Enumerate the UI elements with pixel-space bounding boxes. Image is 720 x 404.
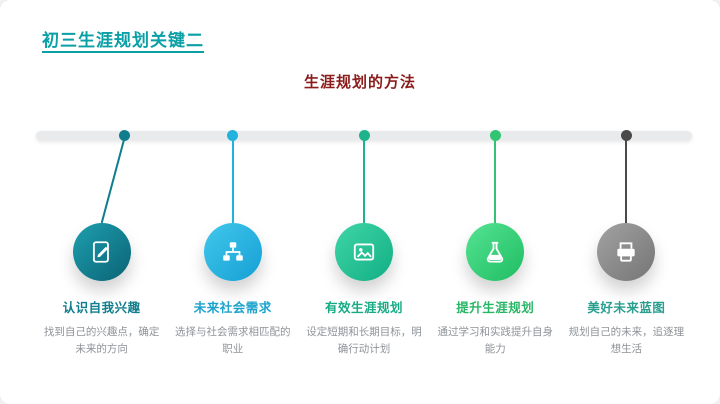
printer-icon [613,239,639,265]
timeline-dot [227,130,239,141]
timeline-dot [119,130,131,141]
connector-stem [298,130,429,223]
item-desc: 规划自己的未来，追逐理想生活 [568,326,685,356]
slide-title: 初三生涯规划关键二 [42,31,204,50]
timeline-item: 认识自我兴趣 找到自己的兴趣点，确定未来的方向 [36,130,167,359]
flask-icon [482,239,508,265]
connector-stem [561,130,692,223]
item-label: 有效生涯规划 [325,301,404,315]
timeline-item: 未来社会需求 选择与社会需求相匹配的职业 [167,130,298,359]
item-label: 未来社会需求 [193,301,272,315]
sitemap-icon [220,239,246,265]
connector-line [100,135,126,224]
connector-stem [167,130,298,223]
item-desc: 通过学习和实践提升自身能力 [437,326,553,356]
timeline-item: 有效生涯规划 设定短期和长期目标，明确行动计划 [298,130,429,359]
image-icon [351,239,377,265]
timeline-item: 美好未来蓝图 规划自己的未来，追逐理想生活 [561,130,692,359]
connector-line [625,136,628,223]
connector-line [363,136,365,223]
item-desc: 找到自己的兴趣点，确定未来的方向 [43,326,160,356]
icon-circle [597,223,656,281]
document-pen-icon [89,239,115,265]
timeline-dot [489,130,501,141]
slide-heading: 生涯规划的方法 [303,74,416,91]
timeline: 认识自我兴趣 找到自己的兴趣点，确定未来的方向 未来社会需求 选择与社会需求相匹… [36,130,692,359]
item-label: 美好未来蓝图 [587,301,666,315]
connector-stem [36,130,167,224]
item-desc: 选择与社会需求相匹配的职业 [175,326,291,356]
connector-line [494,136,497,223]
connector-line [231,136,234,223]
item-desc: 设定短期和长期目标，明确行动计划 [306,326,422,356]
icon-circle [203,223,262,281]
connector-stem [430,130,561,223]
timeline-dot [620,130,632,141]
icon-circle [466,223,525,281]
item-label: 提升生涯规划 [456,301,535,315]
item-label: 认识自我兴趣 [62,301,141,315]
timeline-items: 认识自我兴趣 找到自己的兴趣点，确定未来的方向 未来社会需求 选择与社会需求相匹… [36,130,692,359]
timeline-dot [358,130,370,141]
timeline-item: 提升生涯规划 通过学习和实践提升自身能力 [430,130,561,359]
icon-circle [72,223,131,281]
icon-circle [335,223,393,281]
